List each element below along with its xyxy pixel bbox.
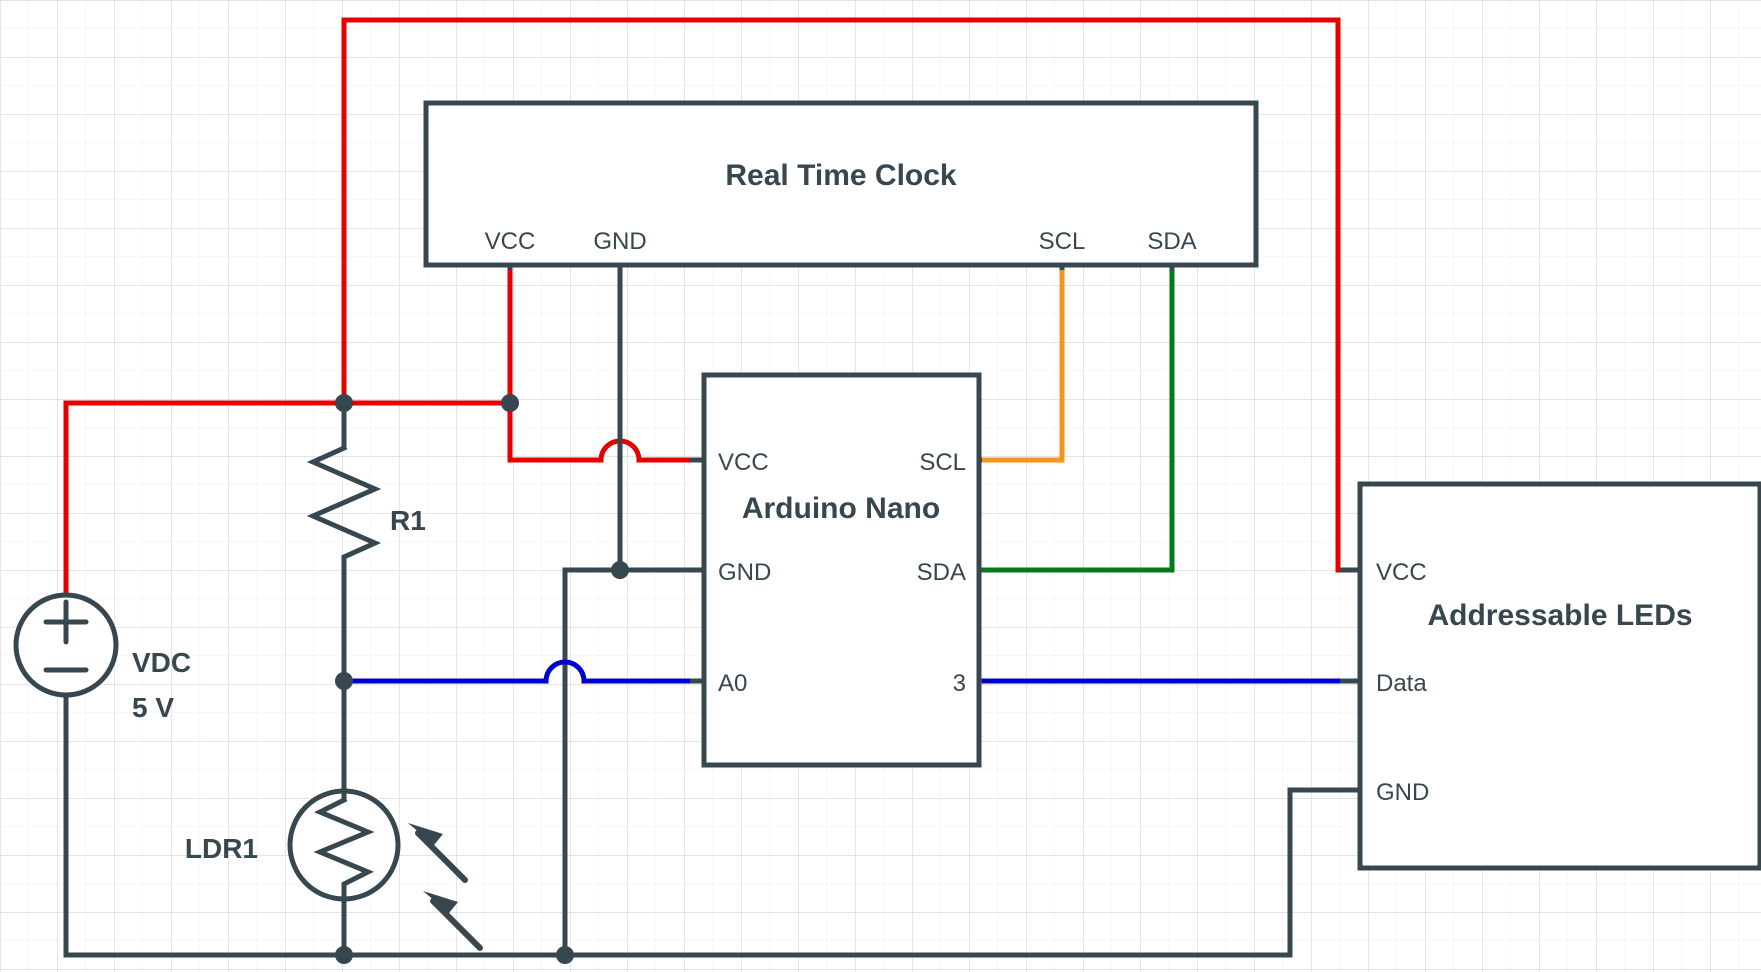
leds-pin-vcc-label: VCC	[1376, 559, 1427, 586]
nano-pin-scl-label: SCL	[919, 449, 966, 476]
rtc-pin-scl-label: SCL	[1039, 228, 1086, 255]
junction-dot	[335, 946, 353, 964]
ldr1-zigzag	[313, 796, 375, 897]
ldr1-label: LDR1	[185, 833, 258, 864]
block-addressable-leds[interactable]: Addressable LEDs VCC Data GND	[1357, 481, 1761, 871]
leds-pin-data-label: Data	[1376, 670, 1427, 697]
r1-label: R1	[390, 505, 426, 536]
component-vdc-source[interactable]: VDC 5 V	[13, 592, 191, 723]
vdc-value: 5 V	[132, 692, 174, 723]
leds-pin-gnd-label: GND	[1376, 779, 1429, 806]
net-scl	[977, 265, 1065, 463]
net-sda	[977, 265, 1175, 573]
ldr1-light-arrow-icon	[408, 823, 483, 951]
real-time-clock-body[interactable]	[423, 100, 1259, 268]
vdc-label: VDC	[132, 647, 191, 678]
net-vcc-5v	[63, 17, 1363, 603]
real-time-clock-title: Real Time Clock	[725, 159, 957, 192]
junction-dot	[611, 561, 629, 579]
addressable-leds-body[interactable]	[1357, 481, 1761, 871]
junction-dot	[556, 946, 574, 964]
rtc-pin-sda-label: SDA	[1147, 228, 1196, 255]
junction-dot	[501, 394, 519, 412]
vdc-plus-icon	[43, 599, 89, 645]
nano-pin-gnd-label: GND	[718, 559, 771, 586]
arduino-nano-body[interactable]	[701, 372, 982, 768]
net-gnd	[63, 265, 1363, 958]
block-real-time-clock[interactable]: Real Time Clock VCC GND SCL SDA	[423, 100, 1259, 268]
vdc-source-circle[interactable]	[13, 592, 119, 698]
addressable-leds-title: Addressable LEDs	[1427, 599, 1692, 632]
nano-pin-d3-label: 3	[953, 670, 966, 697]
r1-zigzag[interactable]	[306, 444, 382, 575]
net-a0-divider	[341, 659, 693, 684]
rtc-pin-vcc-label: VCC	[485, 228, 536, 255]
nano-pin-a0-label: A0	[718, 670, 747, 697]
component-r1-resistor[interactable]: R1	[306, 403, 426, 681]
rtc-pin-gnd-label: GND	[593, 228, 646, 255]
block-arduino-nano[interactable]: Arduino Nano VCC GND A0 SCL SDA 3	[701, 372, 982, 768]
nano-pin-vcc-label: VCC	[718, 449, 769, 476]
arduino-nano-title: Arduino Nano	[742, 492, 940, 525]
component-ldr1-photoresistor[interactable]: LDR1	[185, 681, 483, 951]
nano-pin-sda-label: SDA	[917, 559, 966, 586]
